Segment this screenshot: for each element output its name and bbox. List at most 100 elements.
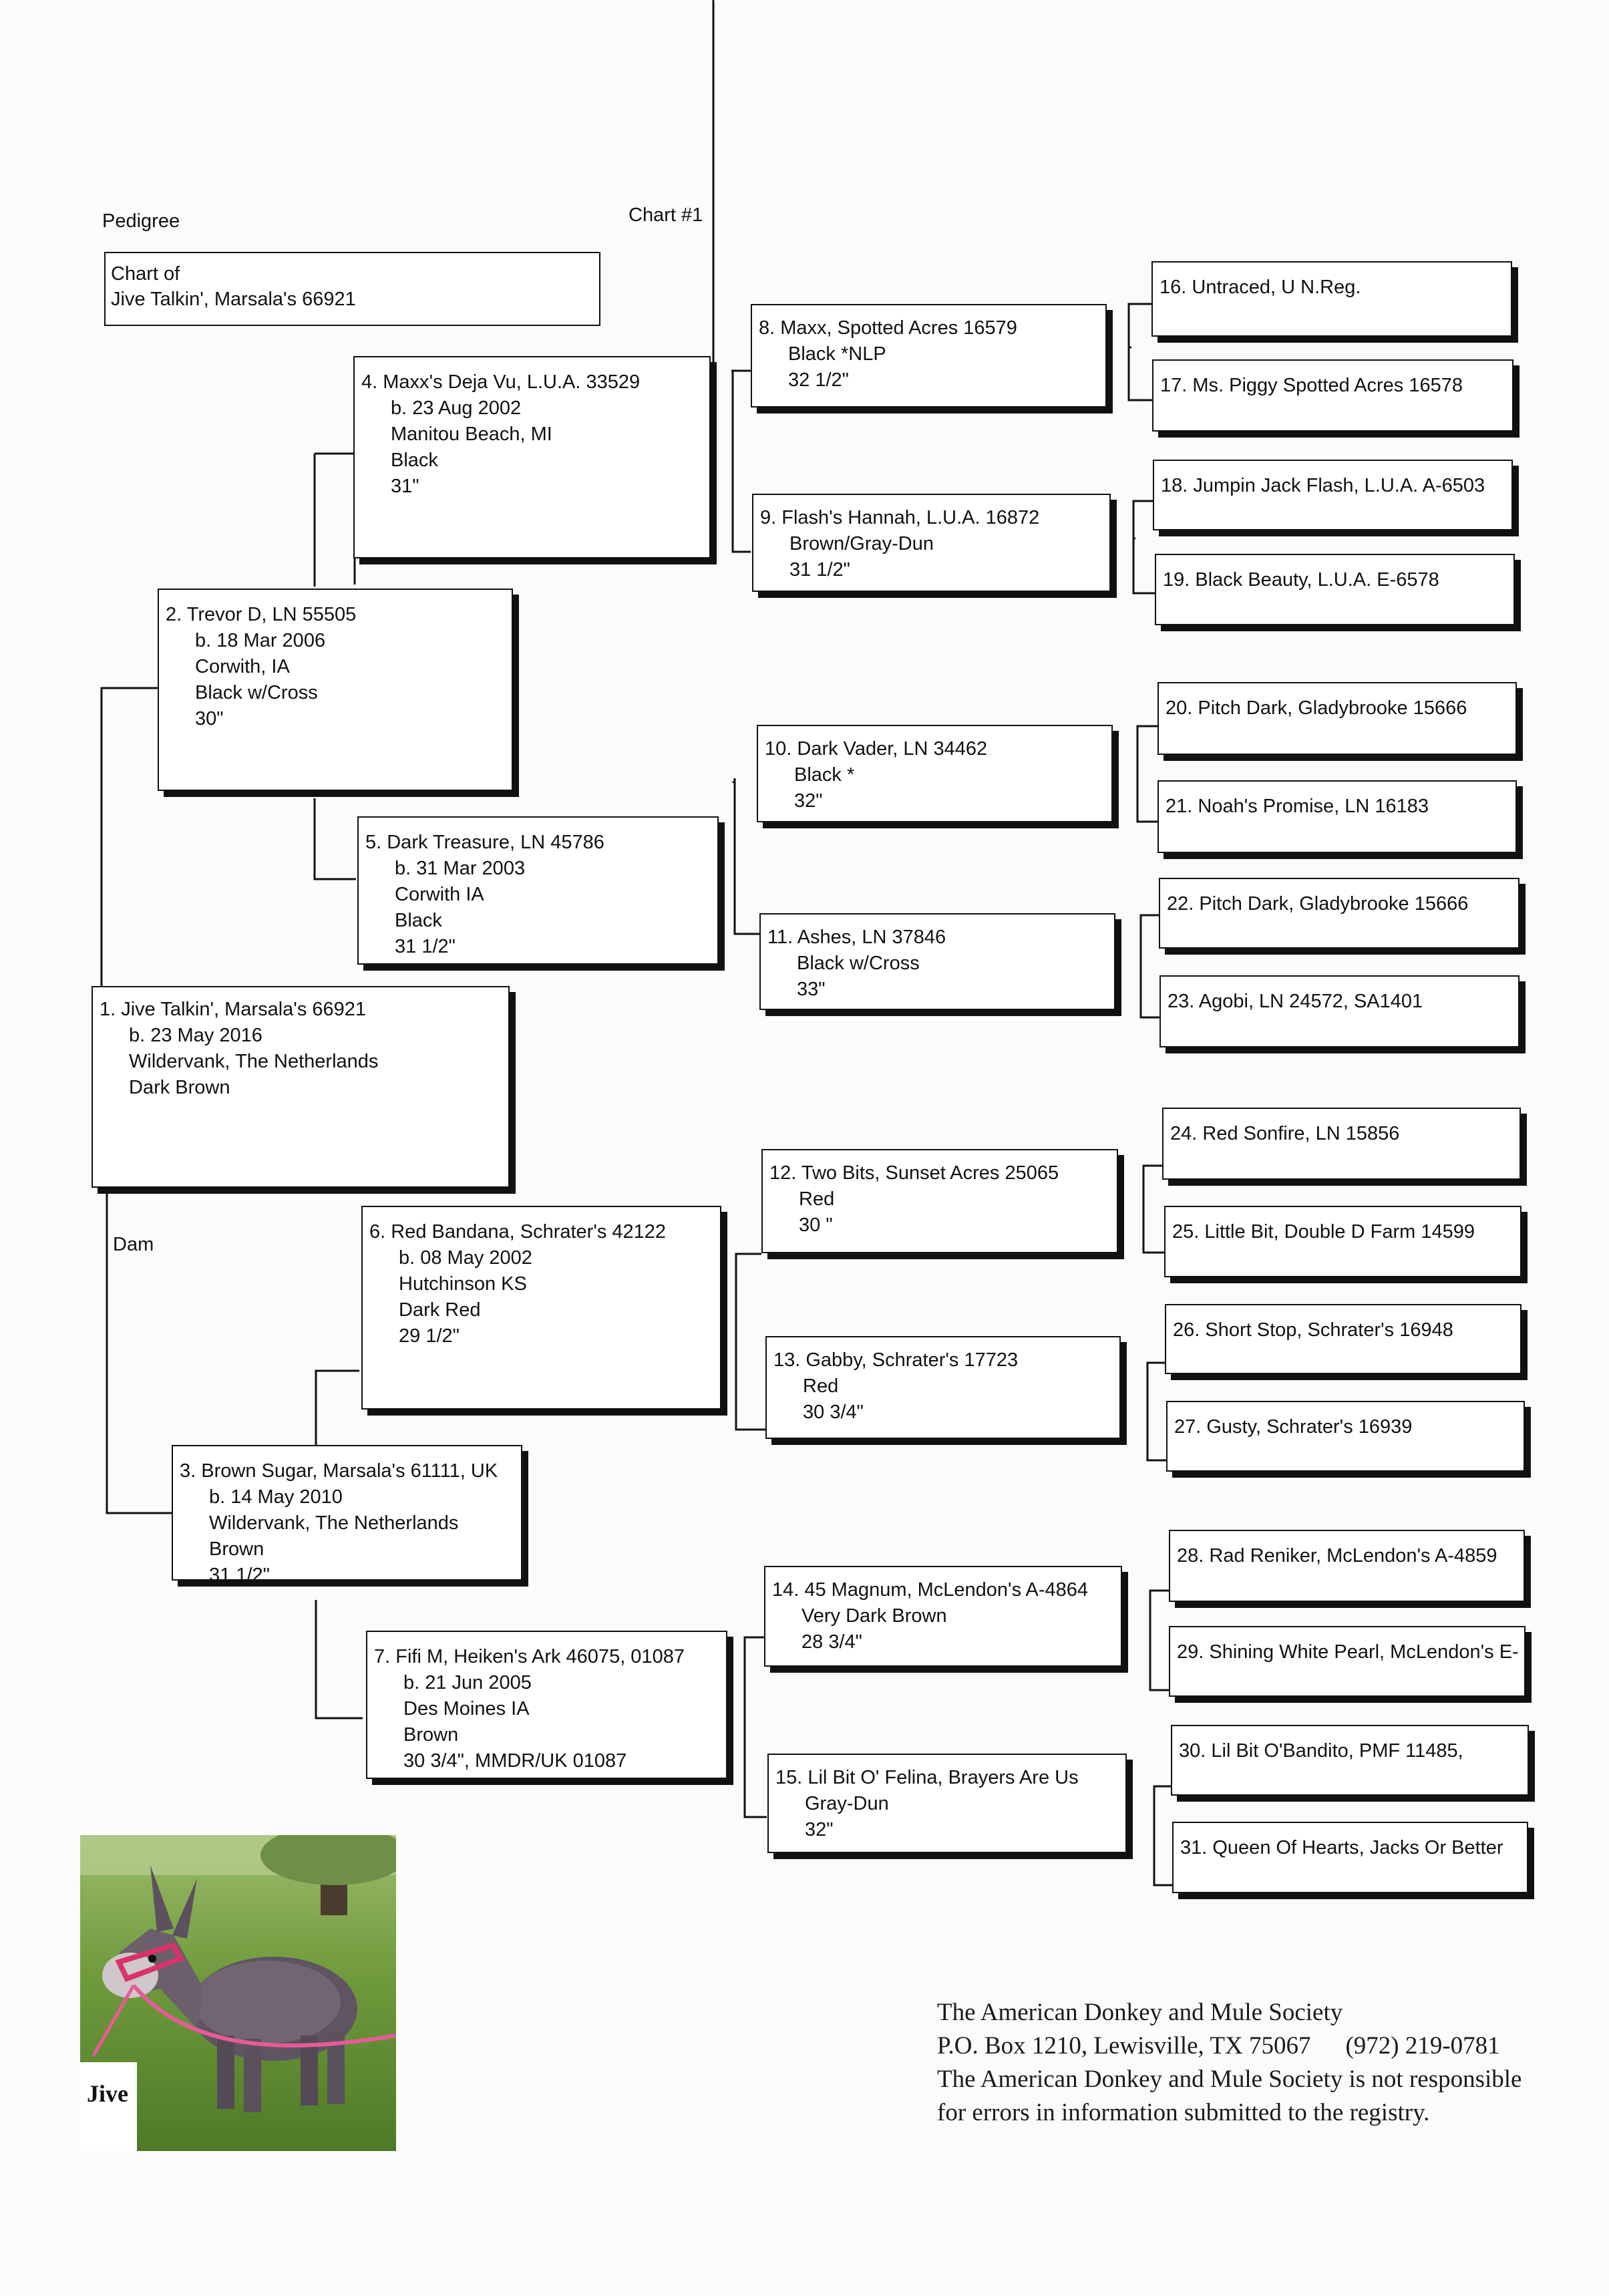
animal-name: 20. Pitch Dark, Gladybrooke 15666 [1166,695,1509,721]
chart-of-line1: Chart of [111,261,594,287]
disclaimer-line1: The American Donkey and Mule Society is … [937,2063,1522,2096]
animal-box-23: 23. Agobi, LN 24572, SA1401 [1159,975,1519,1047]
animal-color: Dark Brown [100,1075,502,1101]
animal-name: 1. Jive Talkin', Marsala's 66921 [100,997,502,1023]
animal-name: 14. 45 Magnum, McLendon's A-4864 [772,1577,1114,1603]
animal-height: 32 1/2" [759,367,1099,393]
animal-birthplace: Des Moines IA [374,1696,719,1722]
animal-name: 28. Rad Reniker, McLendon's A-4859 [1177,1543,1517,1569]
animal-birth: b. 23 Aug 2002 [361,395,703,422]
animal-box-20: 20. Pitch Dark, Gladybrooke 15666 [1157,682,1517,755]
animal-birthplace: Wildervank, The Netherlands [180,1510,514,1536]
donkey-photo: Jive [80,1835,396,2151]
animal-color: Brown [374,1722,719,1748]
animal-box-4: 4. Maxx's Deja Vu, L.U.A. 33529 b. 23 Au… [353,356,711,558]
animal-name: 4. Maxx's Deja Vu, L.U.A. 33529 [361,369,703,395]
disclaimer-line2: for errors in information submitted to t… [937,2096,1522,2130]
animal-box-9: 9. Flash's Hannah, L.U.A. 16872 Brown/Gr… [752,494,1111,592]
animal-birth: b. 18 Mar 2006 [166,628,505,654]
animal-name: 5. Dark Treasure, LN 45786 [365,830,711,856]
animal-name: 26. Short Stop, Schrater's 16948 [1173,1317,1513,1343]
animal-birth: b. 23 May 2016 [100,1023,502,1049]
animal-name: 9. Flash's Hannah, L.U.A. 16872 [760,505,1103,531]
animal-box-12: 12. Two Bits, Sunset Acres 25065 Red 30 … [761,1149,1118,1253]
chart-number: Chart #1 [629,204,703,227]
animal-color: Black [361,448,703,474]
animal-name: 16. Untraced, U N.Reg. [1159,275,1504,301]
animal-color: Very Dark Brown [772,1603,1114,1629]
animal-height: 31 1/2" [180,1563,514,1581]
animal-name: 8. Maxx, Spotted Acres 16579 [759,315,1099,341]
chart-of-line2: Jive Talkin', Marsala's 66921 [111,287,594,312]
animal-box-24: 24. Red Sonfire, LN 15856 [1162,1108,1521,1180]
animal-name: 19. Black Beauty, L.U.A. E-6578 [1163,567,1507,593]
animal-box-26: 26. Short Stop, Schrater's 16948 [1165,1304,1522,1374]
animal-box-5: 5. Dark Treasure, LN 45786 b. 31 Mar 200… [357,816,719,965]
animal-name: 24. Red Sonfire, LN 15856 [1170,1121,1513,1147]
animal-box-3: 3. Brown Sugar, Marsala's 61111, UK b. 1… [172,1445,522,1581]
animal-box-28: 28. Rad Reniker, McLendon's A-4859 [1169,1530,1525,1602]
animal-height: 28 3/4" [772,1629,1114,1655]
animal-color: Black *NLP [759,341,1099,367]
animal-box-19: 19. Black Beauty, L.U.A. E-6578 [1155,554,1515,625]
animal-color: Black * [765,762,1105,788]
animal-name: 18. Jumpin Jack Flash, L.U.A. A-6503 [1161,473,1505,499]
animal-name: 22. Pitch Dark, Gladybrooke 15666 [1167,891,1511,917]
animal-box-7: 7. Fifi M, Heiken's Ark 46075, 01087 b. … [366,1631,727,1779]
animal-name: 7. Fifi M, Heiken's Ark 46075, 01087 [374,1644,719,1670]
animal-height: 31 1/2" [365,934,711,960]
animal-box-17: 17. Ms. Piggy Spotted Acres 16578 [1152,359,1513,432]
dam-label: Dam [113,1233,154,1257]
animal-birthplace: Corwith, IA [166,654,505,680]
animal-box-27: 27. Gusty, Schrater's 16939 [1166,1401,1525,1472]
animal-box-25: 25. Little Bit, Double D Farm 14599 [1164,1206,1522,1277]
animal-height: 30 " [769,1212,1110,1239]
animal-height: 31 1/2" [760,557,1103,583]
animal-name: 3. Brown Sugar, Marsala's 61111, UK [180,1458,514,1484]
animal-color: Red [773,1373,1113,1400]
animal-box-22: 22. Pitch Dark, Gladybrooke 15666 [1159,878,1519,949]
animal-height: 33" [767,977,1107,1003]
animal-box-21: 21. Noah's Promise, LN 16183 [1157,780,1517,853]
animal-box-6: 6. Red Bandana, Schrater's 42122 b. 08 M… [361,1206,721,1410]
animal-name: 12. Two Bits, Sunset Acres 25065 [769,1160,1110,1186]
animal-color: Brown/Gray-Dun [760,531,1103,557]
animal-birth: b. 21 Jun 2005 [374,1670,719,1696]
society-name: The American Donkey and Mule Society [937,1996,1522,2029]
animal-name: 6. Red Bandana, Schrater's 42122 [369,1219,713,1245]
animal-height: 30 3/4" [773,1400,1113,1426]
animal-height: 32" [765,788,1105,814]
animal-name: 27. Gusty, Schrater's 16939 [1174,1414,1517,1440]
animal-box-18: 18. Jumpin Jack Flash, L.U.A. A-6503 [1153,460,1513,530]
animal-height: 30 3/4", MMDR/UK 01087 [374,1748,719,1774]
animal-name: 25. Little Bit, Double D Farm 14599 [1172,1219,1513,1245]
animal-name: 21. Noah's Promise, LN 16183 [1166,794,1509,820]
animal-birthplace: Wildervank, The Netherlands [100,1049,502,1075]
chart-of-box: Chart of Jive Talkin', Marsala's 66921 [104,252,600,326]
animal-birthplace: Manitou Beach, MI [361,422,703,448]
animal-box-1: 1. Jive Talkin', Marsala's 66921 b. 23 M… [92,986,510,1188]
animal-name: 30. Lil Bit O'Bandito, PMF 11485, [1179,1738,1521,1764]
animal-box-30: 30. Lil Bit O'Bandito, PMF 11485, [1171,1725,1529,1796]
animal-birth: b. 31 Mar 2003 [365,856,711,882]
animal-box-2: 2. Trevor D, LN 55505 b. 18 Mar 2006 Cor… [158,589,513,791]
animal-name: 23. Agobi, LN 24572, SA1401 [1168,989,1511,1015]
animal-box-31: 31. Queen Of Hearts, Jacks Or Better [1172,1822,1528,1893]
animal-height: 31" [361,474,703,500]
animal-color: Dark Red [369,1297,713,1323]
animal-name: 15. Lil Bit O' Felina, Brayers Are Us [775,1765,1119,1791]
animal-birthplace: Corwith IA [365,882,711,908]
animal-height: 30" [166,706,505,732]
pedigree-label: Pedigree [102,210,180,233]
animal-box-16: 16. Untraced, U N.Reg. [1151,261,1512,337]
animal-name: 13. Gabby, Schrater's 17723 [773,1347,1113,1373]
society-contact: P.O. Box 1210, Lewisville, TX 75067(972)… [937,2029,1522,2063]
animal-name: 2. Trevor D, LN 55505 [166,602,505,628]
animal-box-11: 11. Ashes, LN 37846 Black w/Cross 33" [759,913,1115,1010]
photo-caption: Jive [80,2062,137,2151]
animal-name: 29. Shining White Pearl, McLendon's E- [1177,1639,1517,1665]
animal-color: Black w/Cross [767,951,1107,977]
animal-color: Black w/Cross [166,680,505,706]
animal-box-15: 15. Lil Bit O' Felina, Brayers Are Us Gr… [767,1754,1127,1853]
